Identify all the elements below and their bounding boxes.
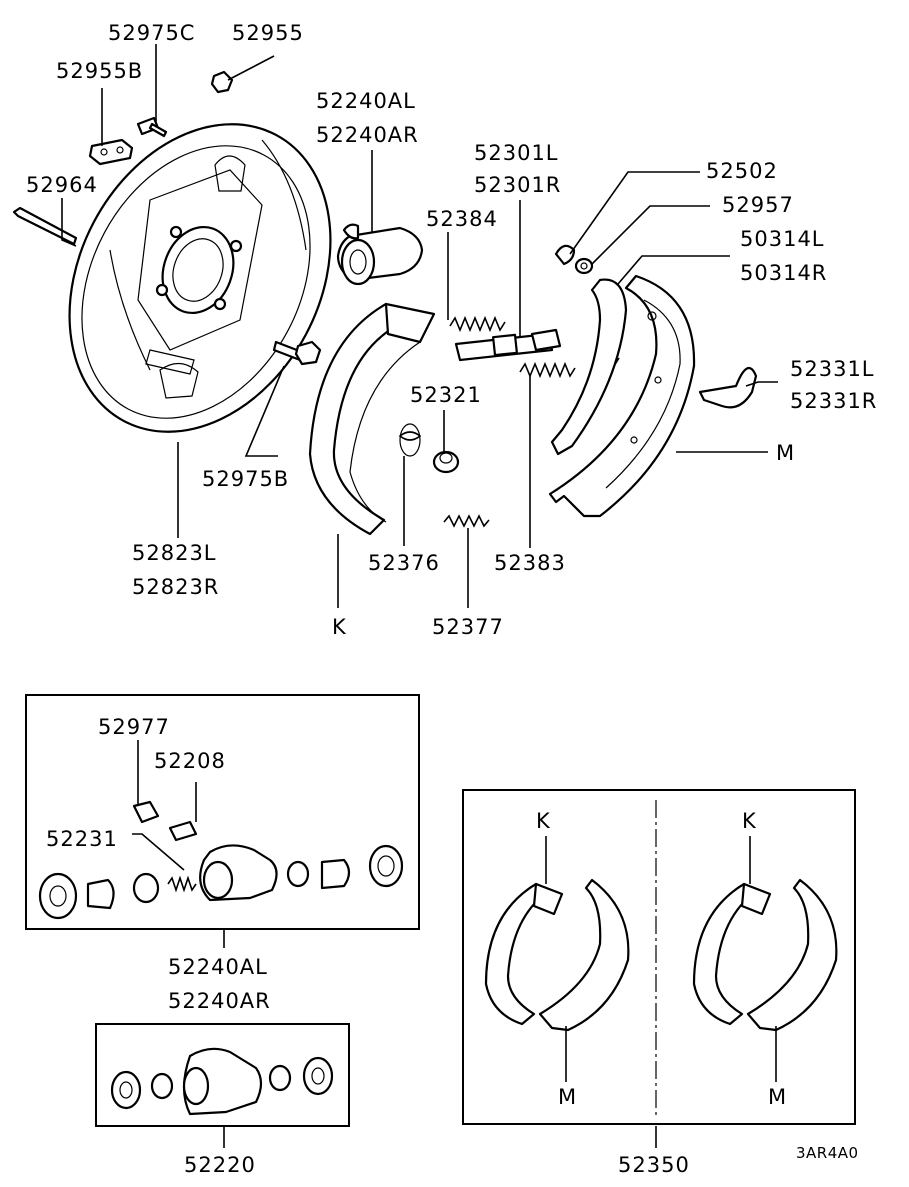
- label-52240AR-kit: 52240AR: [168, 989, 271, 1013]
- label-52975C: 52975C: [108, 21, 195, 45]
- label-52975B: 52975B: [202, 467, 289, 491]
- label-52977: 52977: [98, 715, 170, 739]
- backing-plate: [68, 123, 332, 433]
- label-52350: 52350: [618, 1153, 690, 1177]
- shoe-set-left: [484, 836, 630, 1082]
- label-52377: 52377: [432, 615, 504, 639]
- label-K: K: [332, 615, 347, 639]
- brake-shoe-K: [308, 302, 436, 536]
- label-M-right: M: [768, 1085, 787, 1109]
- label-52220: 52220: [184, 1153, 256, 1177]
- label-52376: 52376: [368, 551, 440, 575]
- shoe-set-right: [692, 836, 838, 1082]
- label-52384: 52384: [426, 207, 498, 231]
- label-52502: 52502: [706, 159, 778, 183]
- label-M-left: M: [558, 1085, 577, 1109]
- leader-lines: [61, 44, 778, 608]
- label-52231: 52231: [46, 827, 118, 851]
- adjuster-52301: [454, 328, 562, 362]
- label-52331R: 52331R: [790, 389, 877, 413]
- repair-kit-box-52220: [95, 1023, 350, 1127]
- label-52955B: 52955B: [56, 59, 143, 83]
- wheel-cylinder-52240: [336, 223, 424, 286]
- shoe-set-box-52350: [462, 789, 856, 1125]
- part-52975C-bolt: [136, 116, 168, 138]
- label-52383: 52383: [494, 551, 566, 575]
- label-52321: 52321: [410, 383, 482, 407]
- washer-52957: [574, 257, 594, 275]
- label-52240AL: 52240AL: [316, 89, 416, 113]
- label-52208: 52208: [154, 749, 226, 773]
- brake-shoe-M: [548, 274, 696, 518]
- label-52957: 52957: [722, 193, 794, 217]
- diagram-code: 3AR4A0: [796, 1144, 859, 1162]
- label-52331L: 52331L: [790, 357, 875, 381]
- label-52301R: 52301R: [474, 173, 561, 197]
- label-52823L: 52823L: [132, 541, 217, 565]
- part-52955B: [88, 138, 134, 166]
- wheel-cylinder-exploded: [38, 740, 404, 948]
- clip-52502: [554, 244, 576, 266]
- lever-50314: [550, 278, 628, 456]
- spring-52376: [398, 423, 422, 457]
- label-K-right: K: [742, 809, 757, 833]
- label-50314R: 50314R: [740, 261, 827, 285]
- label-50314L: 50314L: [740, 227, 825, 251]
- label-M: M: [776, 441, 795, 465]
- spring-52384: [449, 315, 506, 333]
- repair-kit-52220: [110, 1047, 334, 1148]
- label-K-left: K: [536, 809, 551, 833]
- label-52240AR: 52240AR: [316, 123, 419, 147]
- part-52955: [210, 70, 234, 94]
- wheel-cylinder-kit-box: [25, 694, 420, 930]
- lever-52331: [698, 366, 758, 409]
- spring-52377: [443, 514, 490, 528]
- label-52955: 52955: [232, 21, 304, 45]
- cup-52321: [432, 450, 460, 474]
- label-52823R: 52823R: [132, 575, 219, 599]
- label-52964: 52964: [26, 173, 98, 197]
- label-52240AL-kit: 52240AL: [168, 955, 268, 979]
- part-52964-pin: [12, 206, 78, 246]
- label-52301L: 52301L: [474, 141, 559, 165]
- part-52975B-bolt: [272, 340, 322, 366]
